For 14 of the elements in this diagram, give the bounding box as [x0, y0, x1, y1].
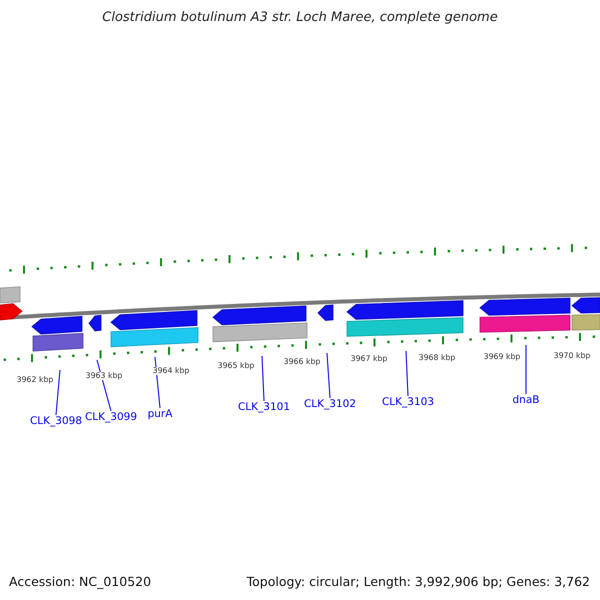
leader-line [56, 370, 60, 416]
leader-line [262, 356, 264, 402]
gene-label: CLK_3101 [238, 402, 290, 412]
chart-title: Clostridium botulinum A3 str. Loch Maree, complete genome [101, 11, 499, 24]
gene-label: CLK_3102 [304, 399, 356, 410]
gene-label: dnaB [512, 395, 540, 406]
gene-label: CLK_3098 [30, 416, 82, 426]
leader-line [326, 352, 330, 398]
genome-stats-text: Topology: circular; Length: 3,992,906 bp; Genes: 3,762 [246, 576, 590, 588]
gene-label: CLK_3103 [382, 397, 434, 408]
accession-text: Accession: NC_010520 [9, 576, 152, 588]
gene-label: purA [148, 409, 172, 420]
gene-label: CLK_3099 [84, 412, 138, 422]
leader-line [406, 350, 408, 396]
